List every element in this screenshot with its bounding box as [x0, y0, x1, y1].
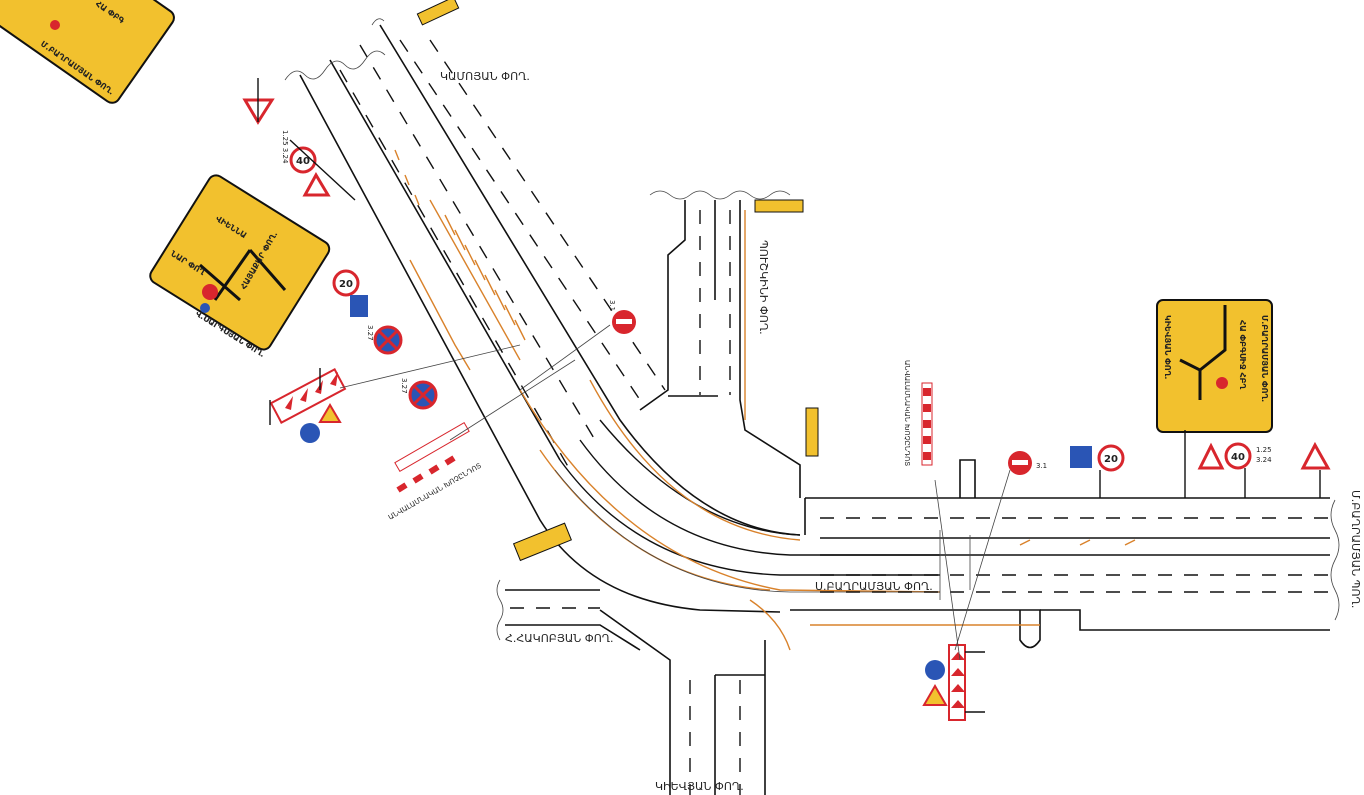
turning-lanes	[519, 379, 941, 593]
speed-plate-right-b: 3.24	[1256, 456, 1272, 464]
arrow-plate-pushkin	[754, 199, 804, 213]
striped-barrier-right	[921, 382, 933, 466]
label-sayat-street: Ս.ԲԱՂՐԱՄՅԱՆ ՓՈՂ.	[815, 580, 933, 593]
lane-direction-sign-left	[350, 295, 368, 317]
warning-sign-roadwork-top	[242, 78, 275, 125]
svg-text:20: 20	[1104, 454, 1118, 465]
north-street	[639, 190, 801, 498]
east-road	[790, 459, 1340, 649]
svg-text:40: 40	[296, 156, 310, 167]
board-right-line1: ԿԻԵՎՅԱՆ ՓՈՂ.	[1163, 315, 1172, 379]
code-no-stop-1: 3.27	[366, 325, 374, 341]
leader-lines	[339, 324, 1011, 661]
label-kamo-street: ԿԱՄՈՅԱՆ ՓՈՂ.	[440, 70, 530, 83]
speed-limit-20-right: 20	[1097, 444, 1125, 472]
chevron-barrier-right	[948, 644, 985, 721]
no-entry-sign-right	[1008, 451, 1032, 475]
label-kiev-street: ԿԻԵՎՅԱՆ ՓՈՂ.	[655, 780, 744, 793]
label-marshal-street: Մ.ԲԱՂՐԱՄՅԱՆ ՊՈՂ.	[1349, 490, 1362, 608]
label-pushkin-street: ՊՈՒՇԿԻՆԻ ՓՈՂ.	[757, 240, 770, 335]
keep-right-sign-right	[925, 660, 945, 680]
code-no-stop-2: 3.27	[400, 378, 408, 394]
roadwork-sign-left	[318, 403, 342, 423]
code-no-entry-right: 3.1	[1036, 462, 1047, 470]
no-stopping-sign-1	[373, 325, 403, 355]
roadwork-sign-right	[922, 684, 948, 706]
board-right-line2: ՀԱ ՓԲԳՍԻՋ ՀԲՂ	[1238, 320, 1247, 390]
warning-sign-roadwork-right	[1300, 441, 1331, 470]
barrier-text-right: ԱՆՎԱԼԱՄՆԱԿԱՆ ԽՈՉԸՆԴՈՏ	[903, 360, 911, 466]
chevron-barrier-left	[269, 368, 347, 425]
no-entry-sign-left	[612, 310, 636, 334]
no-stopping-sign-2	[408, 380, 438, 410]
detour-board-right: ԿԻԵՎՅԱՆ ՓՈՂ. ՀԱ ՓԲԳՍԻՋ ՀԲՂ Մ.ԲԱՂՐԱՄՅԱՆ Փ…	[1156, 299, 1273, 433]
warning-sign-narrowing-left	[302, 171, 331, 197]
label-hakobyan-street: Հ.ՀԱԿՈԲՅԱՆ ՓՈՂ.	[505, 632, 614, 645]
speed-limit-40-right: 40	[1224, 442, 1252, 470]
speed-limit-20-left: 20	[332, 269, 360, 297]
work-zone-hatch	[394, 149, 526, 371]
speed-limit-40-left: 40	[289, 146, 317, 174]
speed-plate-left: 1.25 3.24	[281, 130, 289, 164]
arrow-plate-west	[512, 522, 572, 562]
detour-board-top-left: Մ.ԲԱՂՐԱՄՅԱՆ ՓՈՂ. ՀԱ ՓԲԳ	[0, 0, 175, 104]
arrow-plate-vertical	[805, 407, 819, 457]
code-no-entry-left: 3.1	[608, 300, 616, 311]
svg-text:40: 40	[1231, 452, 1245, 463]
south-street	[599, 599, 791, 795]
keep-right-sign-left	[300, 423, 320, 443]
arrow-plate-top	[416, 0, 460, 26]
warning-sign-narrowing-right	[1197, 442, 1225, 470]
lane-direction-sign-right	[1070, 446, 1092, 468]
speed-plate-right-a: 1.25	[1256, 446, 1272, 454]
west-street	[496, 579, 641, 651]
striped-barrier-left	[394, 421, 470, 493]
detour-board-left: Վ.ՍԱՐԳՍՅԱՆ ՓՈՂ. ՆԱՐ ՓՈՂ ՀԱՅԱՔԱՐ ՓՈՂ. ՎԻԵ…	[149, 174, 331, 359]
board-right-line3: Մ.ԲԱՂՐԱՄՅԱՆ ՓՈՂ.	[1260, 315, 1269, 402]
svg-text:20: 20	[339, 279, 353, 290]
